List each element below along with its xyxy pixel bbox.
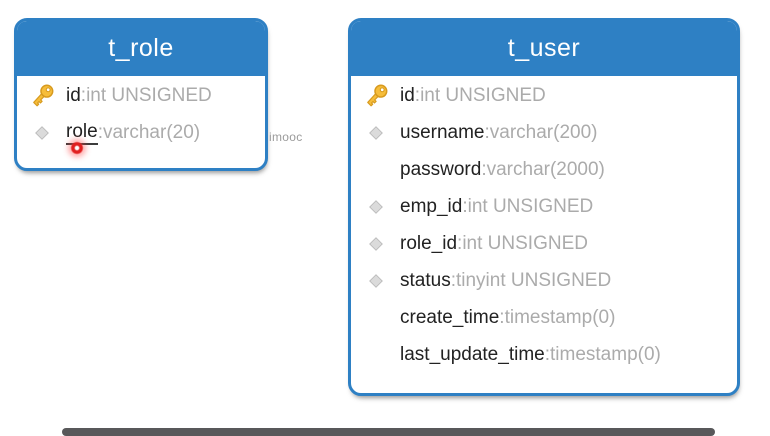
- primary-key-icon: [28, 82, 56, 110]
- field-separator: :: [97, 121, 103, 143]
- field-type: varchar(20): [102, 121, 201, 143]
- field-row[interactable]: last_update_time : timestamp(0): [351, 336, 737, 373]
- field-type: int UNSIGNED: [462, 232, 588, 254]
- field-row[interactable]: create_time : timestamp(0): [351, 299, 737, 336]
- field-row[interactable]: role : varchar(20): [17, 114, 265, 151]
- field-type: timestamp(0): [504, 306, 616, 328]
- index-diamond-icon: [362, 230, 390, 258]
- table-field-list: id : int UNSIGNED username : varchar(200…: [351, 76, 737, 373]
- field-name: emp_id: [400, 195, 463, 217]
- video-seekbar[interactable]: [62, 428, 715, 436]
- field-name: last_update_time: [400, 343, 545, 365]
- field-row[interactable]: role_id : int UNSIGNED: [351, 225, 737, 262]
- field-separator: :: [544, 343, 550, 365]
- field-separator: :: [462, 195, 468, 217]
- field-row[interactable]: id : int UNSIGNED: [351, 77, 737, 114]
- field-name: create_time: [400, 306, 500, 328]
- field-separator: :: [481, 158, 487, 180]
- field-separator: :: [457, 232, 463, 254]
- index-diamond-icon: [28, 119, 56, 147]
- field-name: password: [400, 158, 482, 180]
- field-separator: :: [499, 306, 505, 328]
- entity-table-t-user[interactable]: t_user id : int UNSIGNED username : varc…: [348, 18, 740, 396]
- table-field-list: id : int UNSIGNED role : varchar(20): [17, 76, 265, 151]
- field-type: tinyint UNSIGNED: [455, 269, 612, 291]
- empty-icon-slot: [362, 341, 390, 369]
- index-diamond-icon: [362, 119, 390, 147]
- field-row[interactable]: status : tinyint UNSIGNED: [351, 262, 737, 299]
- field-name: id: [66, 84, 81, 106]
- empty-icon-slot: [362, 156, 390, 184]
- imooc-watermark: imooc: [269, 130, 303, 144]
- field-name: role: [66, 121, 98, 145]
- entity-table-t-role[interactable]: t_role id : int UNSIGNED role : varchar(…: [14, 18, 268, 171]
- field-row[interactable]: emp_id : int UNSIGNED: [351, 188, 737, 225]
- table-title: t_user: [507, 34, 581, 62]
- field-type: varchar(2000): [486, 158, 605, 180]
- field-separator: :: [414, 84, 421, 106]
- field-name: username: [400, 121, 485, 143]
- field-name: role_id: [400, 232, 458, 254]
- primary-key-icon: [362, 82, 390, 110]
- index-diamond-icon: [362, 267, 390, 295]
- field-row[interactable]: password : varchar(2000): [351, 151, 737, 188]
- table-title: t_role: [108, 34, 174, 62]
- field-type: int UNSIGNED: [420, 84, 546, 106]
- field-row[interactable]: username : varchar(200): [351, 114, 737, 151]
- table-title-bar[interactable]: t_role: [17, 21, 265, 76]
- field-name: status: [400, 269, 451, 291]
- field-type: int UNSIGNED: [86, 84, 212, 106]
- field-name: id: [400, 84, 415, 106]
- field-type: varchar(200): [489, 121, 598, 143]
- field-separator: :: [450, 269, 456, 291]
- index-diamond-icon: [362, 193, 390, 221]
- field-type: timestamp(0): [550, 343, 661, 365]
- field-separator: :: [484, 121, 490, 143]
- red-pointer-dot: [70, 141, 84, 155]
- empty-icon-slot: [362, 304, 390, 332]
- field-separator: :: [80, 84, 87, 106]
- field-type: int UNSIGNED: [467, 195, 594, 217]
- table-title-bar[interactable]: t_user: [351, 21, 737, 76]
- field-row[interactable]: id : int UNSIGNED: [17, 77, 265, 114]
